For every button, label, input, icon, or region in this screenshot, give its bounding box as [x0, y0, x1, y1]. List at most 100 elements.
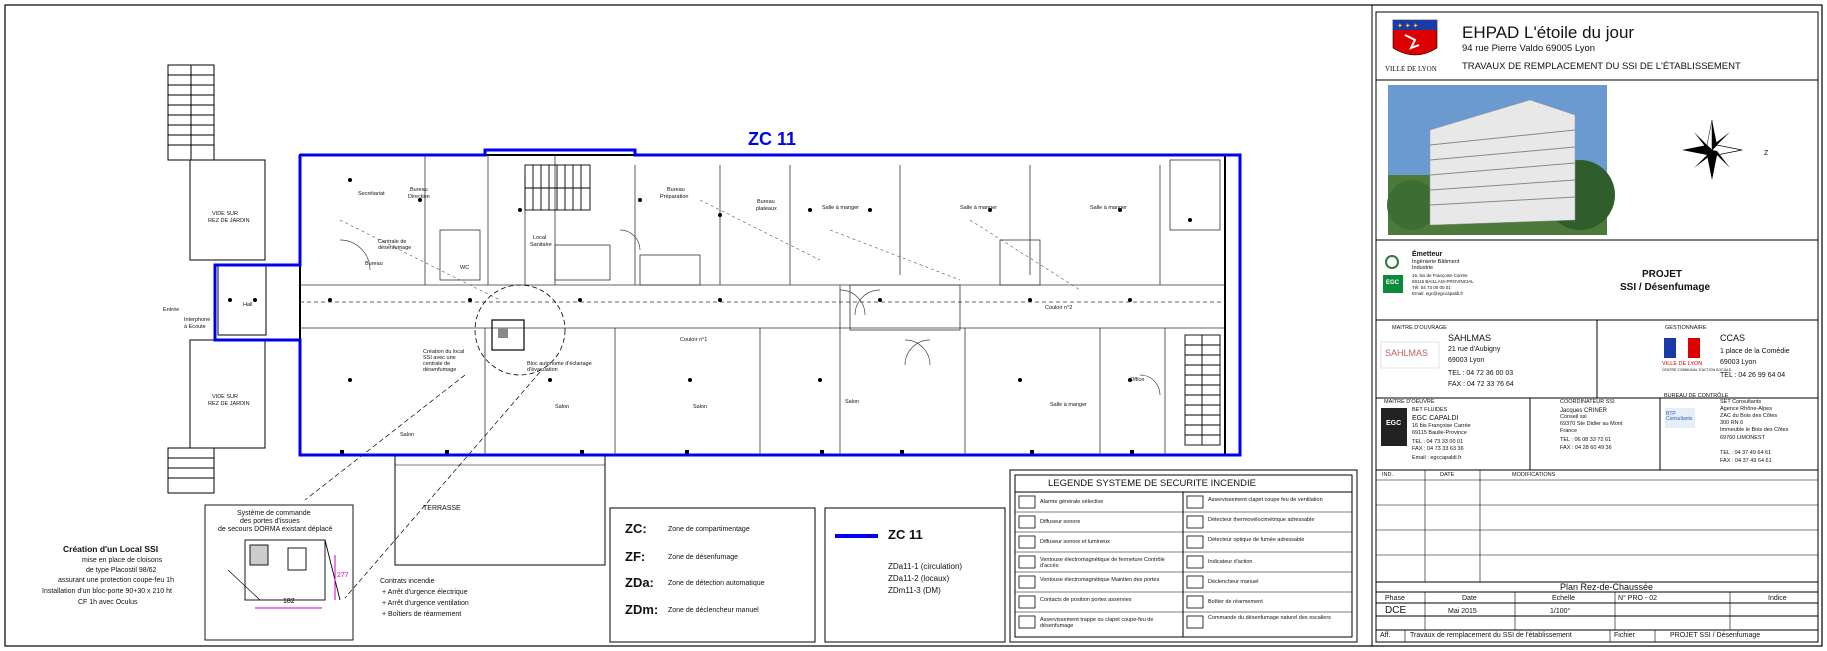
info-value-echelle: 1/100° — [1550, 608, 1571, 615]
moa-label: MAITRE D'OUVRAGE — [1392, 325, 1447, 331]
room-bureau-direction-1: Bureau — [410, 187, 428, 193]
legend-right-5: Déclencheur manuel — [1208, 579, 1259, 585]
moe-line-7: Email : egccapaldi.fr — [1412, 455, 1462, 461]
coord-line-4: France — [1560, 428, 1578, 434]
inset-title-1: Système de commande — [237, 510, 311, 517]
legend-left-1: Alarme générale sélective — [1040, 499, 1104, 505]
moa-line-2: 69003 Lyon — [1448, 357, 1485, 364]
room-couloir-1: Couloir n°1 — [680, 337, 708, 343]
projet-label: PROJET — [1642, 269, 1683, 280]
svg-text:✦ ✦ ✦: ✦ ✦ ✦ — [1397, 22, 1419, 30]
info-header-echelle: Echelle — [1552, 595, 1575, 602]
room-salle-manger-2: Salle à manger — [960, 205, 997, 211]
zc-legend-item-3: ZDm11-3 (DM) — [888, 586, 941, 595]
moe-line-4: 69115 Baulle-Province — [1412, 430, 1467, 436]
room-salon-4: Salon — [845, 399, 860, 405]
moa-line-4: FAX : 04 72 33 76 64 — [1448, 381, 1514, 388]
moe-line-2: EGC CAPALDI — [1412, 415, 1459, 422]
room-terrasse: TERRASSE — [423, 505, 461, 512]
moe-line-5: TEL : 04 73 33 00 01 — [1412, 439, 1464, 445]
room-hall: Hall — [243, 302, 253, 308]
emitter-line-6: Email: egc@egccapaldi.fr — [1412, 291, 1464, 296]
note-controls-2: + Arrêt d'urgence électrique — [382, 589, 468, 596]
room-salle-manger-1: Salle à manger — [822, 205, 859, 211]
room-interphone-2: à Ecoute — [184, 324, 206, 330]
legend-left-7: Asservissement trappe ou clapet coupe-fe… — [1040, 617, 1154, 629]
legend-title: LEGENDE SYSTEME DE SECURITE INCENDIE — [1048, 478, 1256, 489]
moa-line-1: 21 rue d'Aubigny — [1448, 346, 1501, 353]
note-local-ssi-line5: CF 1h avec Oculus — [78, 599, 138, 606]
gest-logo-sub: CENTRE COMMUNAL D'ACTION SOCIALE — [1662, 368, 1732, 372]
ctrl-line-3: ZAC du Bois des Côtes — [1720, 413, 1778, 419]
coord-line-3: 69370 Ste Didier au Mont — [1560, 421, 1623, 427]
legend-left-6: Contacts de position portes asservies — [1040, 597, 1132, 603]
coord-line-6: FAX : 04 28 60 49 36 — [1560, 445, 1612, 451]
gest-line-3: TEL : 04 26 99 64 04 — [1720, 372, 1786, 379]
coord-line-5: TEL : 06 08 33 72 61 — [1560, 437, 1612, 443]
moa-name: SAHLMAS — [1448, 333, 1492, 343]
emitter-heading: Émetteur — [1412, 251, 1443, 258]
zone-label-zda: Zone de détection automatique — [668, 580, 765, 587]
legend-left-4: Ventouse électromagnétique de fermeture … — [1040, 557, 1165, 569]
info-header-num: N° PRO - 02 — [1618, 595, 1657, 602]
note-bloc-2: d'évacuation — [527, 367, 558, 373]
coord-line-1: Jacques CRINER — [1560, 408, 1608, 414]
legend-right-7: Commande du désenfumage naturel des esca… — [1208, 615, 1331, 621]
footer-fichier: PROJET SSI / Désenfumage — [1670, 632, 1761, 639]
emitter-line-1: Ingénierie Bâtiment — [1412, 259, 1460, 265]
note-local-ssi-line1: mise en place de cloisons — [82, 557, 163, 564]
plan-title: Plan Rez-de-Chaussée — [1560, 582, 1654, 592]
ctrl-line-7: TEL : 04 37 49 64 61 — [1720, 450, 1772, 456]
room-local-1: Local — [533, 235, 547, 241]
note-bloc-1: Bloc autonome d'éclairage — [527, 361, 592, 367]
emitter-logo: EGC — [1386, 280, 1400, 286]
room-salle-manger-3: Salle à manger — [1090, 205, 1127, 211]
ctrl-line-4: 300 RN 6 — [1720, 420, 1744, 426]
info-header-indice: Indice — [1768, 595, 1787, 602]
emitter-line-5: Tél: 04 73 00 00 01 — [1412, 285, 1451, 290]
legend-right-2: Détecteur thermovélocimétrique adressabl… — [1208, 517, 1315, 523]
inset-dim-2: 277 — [337, 572, 349, 579]
room-bureau-prep-2: Préparation — [660, 194, 689, 200]
ctrl-line-8: FAX : 04 37 49 64 61 — [1720, 458, 1772, 464]
zone-code-zda: ZDa: — [625, 575, 654, 590]
footer-aff-label: Aff. — [1380, 632, 1391, 639]
legend-right-3: Détecteur optique de fumée adressable — [1208, 537, 1305, 543]
rev-header-mod: MODIFICATIONS — [1512, 472, 1556, 478]
room-salon-3: Salon — [693, 404, 708, 410]
room-bureau: Bureau — [365, 261, 383, 267]
moe-line-1: BET FLUIDES — [1412, 407, 1448, 413]
zone-code-zc: ZC: — [625, 521, 647, 536]
zone-label-zc: Zone de compartimentage — [668, 526, 750, 533]
rev-header-ind: IND. — [1382, 472, 1393, 478]
note-local-ssi-2: SSI avec une — [423, 355, 456, 361]
room-wc: WC — [460, 265, 470, 271]
note-local-ssi-line2: de type Placostil 98/62 — [86, 567, 157, 574]
inset-title-2: des portes d'issues — [240, 518, 300, 525]
note-local-ssi-1: Création du local — [423, 349, 465, 355]
room-secretariat: Secrétariat — [358, 191, 385, 197]
zone-label-zf: Zone de désenfumage — [668, 554, 739, 561]
room-vide-bottom-2: REZ DE JARDIN — [208, 401, 250, 407]
moe-line-6: FAX : 04 73 33 63 36 — [1412, 446, 1464, 452]
ctrl-line-2: Agence Rhône-Alpes — [1720, 406, 1772, 412]
gest-line-1: 1 place de la Comédie — [1720, 348, 1790, 355]
ctrl-line-1: SET Consultants — [1720, 399, 1762, 405]
footer-fichier-label: Fichier — [1614, 632, 1636, 639]
room-salle-manger-4: Salle à manger — [1050, 402, 1087, 408]
note-local-ssi-line3: assurant une protection coupe-feu 1h — [58, 577, 174, 584]
note-local-ssi-4: désenfumage — [423, 367, 457, 373]
info-value-date: Mai 2015 — [1448, 608, 1477, 615]
moe-label: MAITRE D'OEUVRE — [1384, 399, 1435, 405]
emitter-line-3: 16, bis de Françoise Carrée — [1412, 273, 1468, 278]
room-office: Office — [1130, 377, 1145, 383]
note-local-ssi-3: centrale de — [423, 361, 451, 367]
room-entree: Entrée — [163, 307, 180, 313]
room-interphone-1: Interphone — [184, 317, 211, 323]
legend-left-3: Diffuseur sonore et lumineux — [1040, 539, 1110, 545]
gest-name: CCAS — [1720, 333, 1746, 343]
ctrl-label: BUREAU DE CONTRÔLE — [1664, 393, 1729, 399]
room-bureau-direction-2: Direction — [408, 194, 430, 200]
